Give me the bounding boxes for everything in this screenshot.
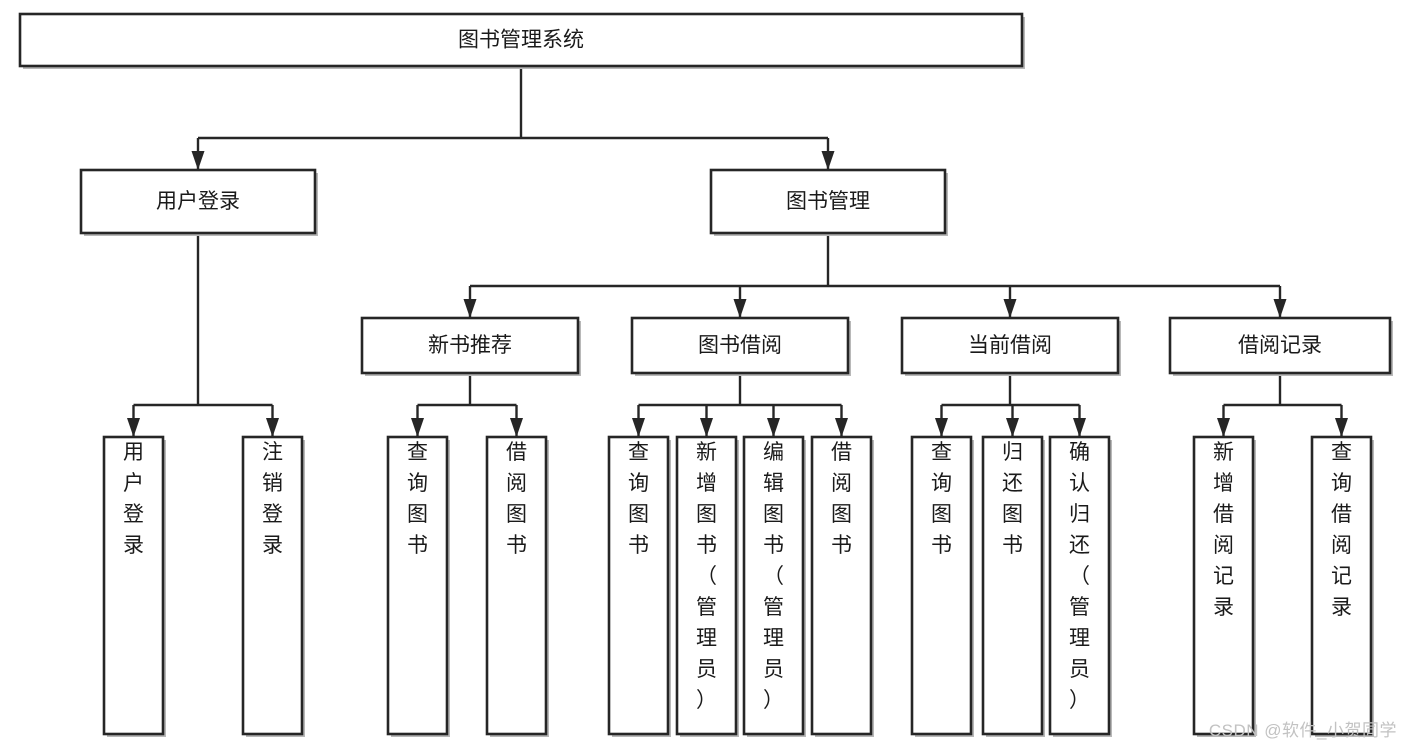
arrow-head-icon xyxy=(835,418,848,437)
node-label: 查询图书 xyxy=(628,441,649,557)
edge-group-borrow-record xyxy=(1217,373,1348,437)
arrow-head-icon xyxy=(767,418,780,437)
arrow-head-icon xyxy=(632,418,645,437)
node-label: 确认归还（管理员） xyxy=(1069,441,1090,712)
edge-group-current-borrow xyxy=(935,373,1086,437)
node-layer: 图书管理系统用户登录图书管理新书推荐图书借阅当前借阅借阅记录用户登录注销登录查询… xyxy=(18,12,1393,737)
node-label: 图书管理系统 xyxy=(458,29,584,52)
node-leaf-query-record[interactable]: 查询借阅记录 xyxy=(1310,435,1374,737)
node-box[interactable] xyxy=(1310,435,1373,736)
node-label: 查询借阅记录 xyxy=(1331,441,1352,619)
node-leaf-return-book[interactable]: 归还图书 xyxy=(981,435,1045,737)
node-borrow-record[interactable]: 借阅记录 xyxy=(1168,316,1393,376)
node-box[interactable] xyxy=(102,435,165,736)
arrow-head-icon xyxy=(463,299,477,318)
edge-group-book-manage xyxy=(463,233,1287,318)
node-box[interactable] xyxy=(1048,435,1111,736)
node-leaf-confirm-return[interactable]: 确认归还（管理员） xyxy=(1048,435,1112,737)
node-leaf-borrow-book-2[interactable]: 借阅图书 xyxy=(810,435,874,737)
node-box[interactable] xyxy=(241,435,304,736)
node-box[interactable] xyxy=(79,168,317,235)
node-root[interactable]: 图书管理系统 xyxy=(18,12,1025,69)
arrow-head-icon xyxy=(935,418,948,437)
node-label: 借阅记录 xyxy=(1238,334,1322,357)
node-box[interactable] xyxy=(810,435,873,736)
node-current-borrow[interactable]: 当前借阅 xyxy=(900,316,1121,376)
arrow-head-icon xyxy=(1273,299,1287,318)
node-label: 新书推荐 xyxy=(428,334,512,357)
arrow-head-icon xyxy=(411,418,424,437)
node-label: 图书借阅 xyxy=(698,334,782,357)
node-box[interactable] xyxy=(630,316,850,375)
node-box[interactable] xyxy=(742,435,805,736)
node-box[interactable] xyxy=(485,435,548,736)
node-box[interactable] xyxy=(1192,435,1255,736)
edge-group-user-login xyxy=(127,233,279,437)
node-label: 注销登录 xyxy=(262,441,283,557)
node-box[interactable] xyxy=(360,316,580,375)
node-box[interactable] xyxy=(607,435,670,736)
node-leaf-query-book-2[interactable]: 查询图书 xyxy=(607,435,671,737)
node-leaf-edit-book[interactable]: 编辑图书（管理员） xyxy=(742,435,806,737)
arrow-head-icon xyxy=(191,151,205,170)
node-label: 借阅图书 xyxy=(831,441,852,557)
edge-group-book-borrow xyxy=(632,373,848,437)
node-user-login[interactable]: 用户登录 xyxy=(79,168,318,236)
node-label: 当前借阅 xyxy=(968,334,1052,357)
node-box[interactable] xyxy=(709,168,947,235)
node-label: 新增借阅记录 xyxy=(1213,441,1234,619)
node-leaf-user-logout[interactable]: 注销登录 xyxy=(241,435,305,737)
node-leaf-query-book-3[interactable]: 查询图书 xyxy=(910,435,974,737)
node-book-borrow[interactable]: 图书借阅 xyxy=(630,316,851,376)
arrow-head-icon xyxy=(1335,418,1348,437)
arrow-head-icon xyxy=(1073,418,1086,437)
node-label: 归还图书 xyxy=(1002,441,1023,557)
arrow-head-icon xyxy=(127,418,140,437)
watermark-text: CSDN @软件_小贺同学 xyxy=(1208,721,1397,740)
arrow-head-icon xyxy=(700,418,713,437)
node-leaf-add-book[interactable]: 新增图书（管理员） xyxy=(675,435,739,737)
node-label: 图书管理 xyxy=(786,190,870,213)
node-leaf-user-login[interactable]: 用户登录 xyxy=(102,435,166,737)
node-box[interactable] xyxy=(981,435,1044,736)
node-label: 查询图书 xyxy=(931,441,952,557)
node-leaf-borrow-book-1[interactable]: 借阅图书 xyxy=(485,435,549,737)
node-box[interactable] xyxy=(910,435,973,736)
node-box[interactable] xyxy=(675,435,738,736)
arrow-head-icon xyxy=(1003,299,1017,318)
arrow-head-icon xyxy=(1217,418,1230,437)
arrow-head-icon xyxy=(1006,418,1019,437)
node-label: 借阅图书 xyxy=(506,441,527,557)
node-leaf-add-record[interactable]: 新增借阅记录 xyxy=(1192,435,1256,737)
node-box[interactable] xyxy=(386,435,449,736)
node-label: 查询图书 xyxy=(407,441,428,557)
node-label: 编辑图书（管理员） xyxy=(763,441,784,712)
connector-layer xyxy=(127,66,1348,437)
node-label: 新增图书（管理员） xyxy=(696,441,717,712)
node-box[interactable] xyxy=(18,12,1024,68)
node-label: 用户登录 xyxy=(123,441,144,557)
edge-group-root xyxy=(191,66,835,170)
arrow-head-icon xyxy=(510,418,523,437)
node-box[interactable] xyxy=(1168,316,1392,375)
node-label: 用户登录 xyxy=(156,190,240,213)
node-box[interactable] xyxy=(900,316,1120,375)
edge-group-new-book-recommend xyxy=(411,373,523,437)
arrow-head-icon xyxy=(821,151,835,170)
arrow-head-icon xyxy=(266,418,279,437)
node-book-manage[interactable]: 图书管理 xyxy=(709,168,948,236)
arrow-head-icon xyxy=(733,299,747,318)
node-leaf-query-book-1[interactable]: 查询图书 xyxy=(386,435,450,737)
node-new-book-recommend[interactable]: 新书推荐 xyxy=(360,316,581,376)
